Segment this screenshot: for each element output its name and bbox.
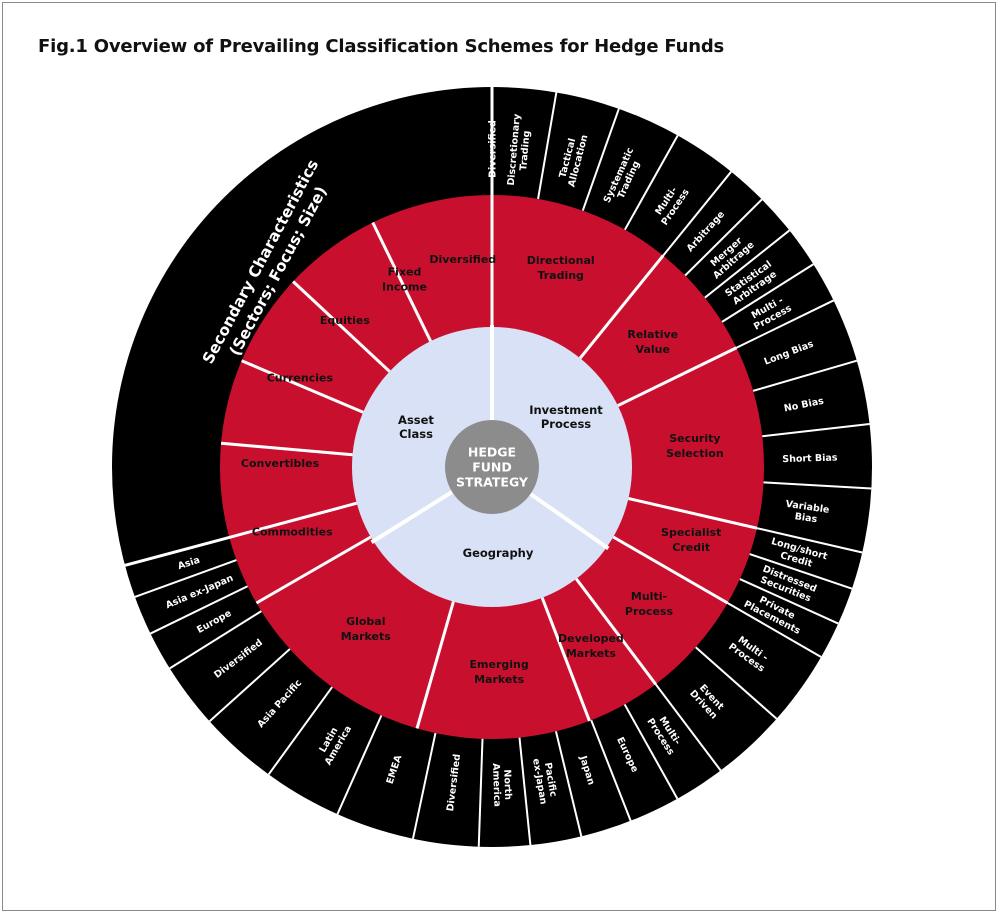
ring-divider	[628, 497, 758, 530]
ring-divider	[415, 601, 455, 729]
ring-divider	[292, 280, 391, 373]
ring-label-diversified: Diversified	[429, 253, 496, 266]
outer-divider	[623, 703, 679, 800]
outer-divider	[477, 738, 484, 847]
inner-divider	[370, 490, 454, 544]
outer-divider	[736, 299, 834, 349]
outer-divider	[763, 481, 872, 490]
outer-divider	[412, 732, 437, 839]
figure-title: Fig.1 Overview of Prevailing Classificat…	[38, 36, 725, 57]
outer-divider	[208, 648, 291, 723]
outer-divider	[704, 229, 791, 299]
outer-divider	[581, 108, 620, 211]
ring-divider	[371, 221, 432, 342]
outer-divider	[749, 553, 853, 590]
center-hub	[445, 420, 539, 514]
outer-divider	[134, 559, 237, 598]
outer-divider	[684, 198, 763, 277]
outer-label-diversified-gm: Diversified	[487, 120, 498, 178]
outer-divider	[624, 134, 679, 231]
outer-label-north-america: NorthAmerica	[490, 763, 513, 807]
outer-divider	[695, 646, 778, 720]
outer-label-discretionary-trading: DiscretionaryTrading	[506, 113, 534, 187]
outer-divider	[336, 715, 383, 815]
ring-divider	[612, 535, 729, 605]
outer-divider	[537, 92, 558, 200]
outer-divider	[756, 527, 863, 554]
ring-label-commodities: Commodities	[252, 526, 333, 539]
ring-divider	[228, 501, 358, 539]
outer-divider	[721, 263, 814, 323]
ring-label-multi-process: Multi-Process	[625, 590, 674, 618]
outer-divider	[518, 737, 532, 846]
outer-divider	[762, 422, 870, 438]
inner-label-geography: Geography	[463, 546, 534, 560]
outer-divider	[662, 171, 732, 257]
ring-divider	[241, 359, 364, 414]
ring-divider	[575, 577, 657, 686]
secondary-boundary	[124, 535, 230, 567]
outer-divider	[590, 719, 632, 822]
ring-divider	[255, 535, 372, 605]
ring-divider	[220, 441, 353, 457]
outer-divider	[752, 359, 858, 392]
outer-divider	[739, 578, 839, 625]
outer-label-variable-bias: VariableBias	[783, 499, 830, 527]
ring-divider	[578, 254, 665, 360]
inner-divider	[529, 492, 610, 551]
ring-label-equities: Equities	[320, 314, 370, 327]
ring-divider	[540, 597, 591, 722]
outer-label-short-bias: Short Bias	[782, 453, 838, 466]
outer-divider	[169, 610, 262, 670]
ring-divider	[617, 346, 738, 407]
ring-label-currencies: Currencies	[267, 371, 334, 384]
outer-divider	[150, 585, 248, 635]
outer-divider	[654, 683, 722, 772]
outer-divider	[727, 602, 822, 658]
outer-divider	[554, 731, 583, 837]
ring-label-convertibles: Convertibles	[241, 457, 320, 470]
outer-divider	[267, 686, 333, 776]
